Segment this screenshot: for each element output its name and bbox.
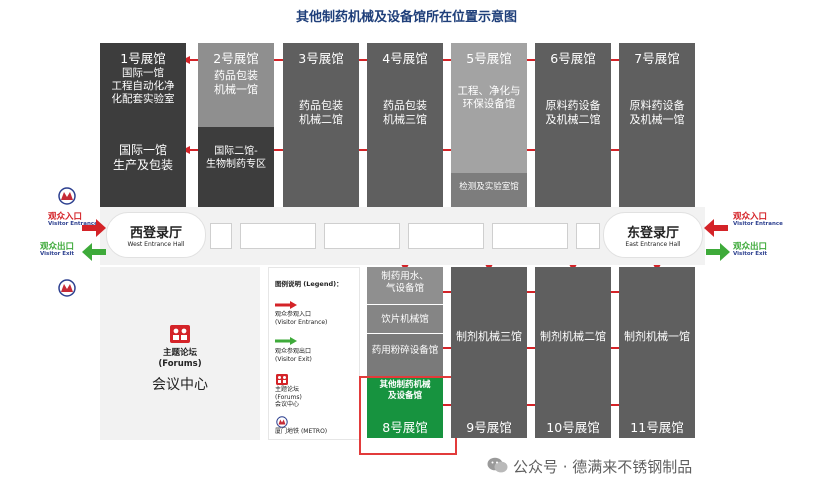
- highlight-frame: [359, 376, 457, 455]
- west-hall-name: 西登录厅: [129, 226, 182, 241]
- hall-2-upper-label: 药品包装机械一馆: [214, 69, 258, 96]
- wechat-icon: [487, 457, 508, 473]
- hall-9-label: 制剂机械三馆: [456, 330, 522, 343]
- metro-icon: [58, 187, 76, 205]
- corridor-block: [408, 223, 484, 249]
- hall-4-number: 4号展馆: [382, 51, 428, 66]
- hall-8-water-label: 制药用水、气设备馆: [381, 271, 429, 294]
- right-entrance-arrow-icon: [704, 219, 728, 237]
- hall-2-lower: [198, 127, 274, 207]
- hall-10-label: 制剂机械二馆: [540, 330, 606, 343]
- hall-8-highlight-label: 其他制药机械及设备馆: [379, 380, 431, 401]
- hall-3-label: 药品包装机械二馆: [299, 99, 343, 126]
- corridor-block: [324, 223, 400, 249]
- hall-3-number: 3号展馆: [298, 51, 344, 66]
- left-exit-arrow-icon: [82, 243, 106, 261]
- hall-9[interactable]: 制剂机械三馆 9号展馆: [451, 267, 527, 438]
- east-hall-english: East Entrance Hall: [625, 241, 681, 248]
- hall-8[interactable]: 制药用水、气设备馆 饮片机械馆 药用粉碎设备馆 其他制药机械及设备馆 8号展馆: [367, 267, 443, 438]
- hall-8-number: 8号展馆: [382, 420, 428, 435]
- hall-1-upper-label: 国际一馆工程自动化净化配套实验室: [111, 67, 175, 106]
- legend-panel: 图例说明 (Legend)： 观众参观入口(Visitor Entrance) …: [268, 267, 360, 440]
- legend-title: 图例说明 (Legend)：: [275, 280, 343, 288]
- corridor-block: [240, 223, 316, 249]
- legend-exit-text: 观众参观出口(Visitor Exit): [275, 348, 312, 363]
- right-exit-arrow-icon: [706, 243, 730, 261]
- metro-icon: [58, 279, 76, 297]
- hall-9-number: 9号展馆: [466, 420, 512, 435]
- conference-center-label: 会议中心: [152, 377, 208, 393]
- hall-10-number: 10号展馆: [546, 420, 600, 435]
- hall-8-section-water: [367, 267, 443, 304]
- conference-center[interactable]: 主题论坛(Forums) 会议中心: [100, 267, 260, 440]
- legend-metro-icon: [276, 416, 288, 428]
- hall-8-crushing-label: 药用粉碎设备馆: [371, 345, 439, 356]
- hall-11-number: 11号展馆: [630, 420, 684, 435]
- legend-entrance-text: 观众参观入口(Visitor Entrance): [275, 311, 328, 326]
- forum-icon: [170, 325, 190, 343]
- hall-6-number: 6号展馆: [550, 51, 596, 66]
- hall-2-number: 2号展馆: [213, 51, 259, 66]
- east-hall-name: 东登录厅: [626, 226, 679, 241]
- hall-2-upper: [198, 43, 274, 127]
- left-entrance-arrow-icon: [82, 219, 106, 237]
- hall-2[interactable]: 2号展馆 药品包装机械一馆 国际二馆-生物制药专区: [198, 43, 274, 207]
- forum-label: 主题论坛(Forums): [158, 348, 202, 370]
- legend-metro-text: 厦门地铁 (METRO): [275, 428, 328, 435]
- page-title: 其他制药机械及设备馆所在位置示意图: [295, 10, 517, 25]
- hall-4-label: 药品包装机械三馆: [383, 99, 427, 126]
- hall-7-label: 原料药设备及机械一馆: [629, 99, 685, 126]
- hall-5-label: 工程、净化与环保设备馆: [457, 85, 521, 111]
- hall-3[interactable]: 3号展馆 药品包装机械二馆: [283, 43, 359, 207]
- hall-8-highlight-section: [367, 377, 443, 438]
- hall-11[interactable]: 制剂机械一馆 11号展馆: [619, 267, 695, 438]
- west-hall-english: West Entrance Hall: [127, 241, 185, 248]
- corridor-block: [210, 223, 232, 249]
- hall-7[interactable]: 7号展馆 原料药设备及机械一馆: [619, 43, 695, 207]
- hall-1[interactable]: 1号展馆 国际一馆工程自动化净化配套实验室 国际一馆生产及包装: [100, 43, 186, 207]
- hall-8-section-slices: [367, 305, 443, 333]
- hall-5-lab-section: [451, 173, 527, 207]
- corridor-block: [576, 223, 600, 249]
- hall-8-slices-label: 饮片机械馆: [381, 314, 429, 325]
- hall-6-label: 原料药设备及机械二馆: [545, 99, 601, 126]
- west-entrance-hall[interactable]: 西登录厅 West Entrance Hall: [106, 212, 206, 258]
- hall-4[interactable]: 4号展馆 药品包装机械三馆: [367, 43, 443, 207]
- hall-6[interactable]: 6号展馆 原料药设备及机械二馆: [535, 43, 611, 207]
- hall-1-number: 1号展馆: [120, 51, 166, 66]
- corridor-block: [492, 223, 568, 249]
- hall-1-lower-label: 国际一馆生产及包装: [112, 143, 173, 172]
- legend-forum-text: 主题论坛(Forums)会议中心: [275, 386, 302, 408]
- hall-5-number: 5号展馆: [466, 51, 512, 66]
- hall-10[interactable]: 制剂机械二馆 10号展馆: [535, 267, 611, 438]
- east-entrance-hall[interactable]: 东登录厅 East Entrance Hall: [603, 212, 703, 258]
- watermark-text: 公众号 · 德满来不锈钢制品: [513, 458, 693, 476]
- hall-8-section-crushing: [367, 334, 443, 376]
- hall-11-label: 制剂机械一馆: [624, 330, 690, 343]
- legend-entrance-arrow-icon: [275, 301, 297, 309]
- legend-exit-arrow-icon: [275, 337, 297, 345]
- hall-7-number: 7号展馆: [634, 51, 680, 66]
- hall-5-bottom-label: 检测及实验室馆: [459, 182, 519, 192]
- hall-5[interactable]: 5号展馆 工程、净化与环保设备馆 检测及实验室馆: [451, 43, 527, 207]
- legend-forum-icon: [276, 374, 288, 385]
- hall-2-lower-label: 国际二馆-生物制药专区: [206, 146, 266, 170]
